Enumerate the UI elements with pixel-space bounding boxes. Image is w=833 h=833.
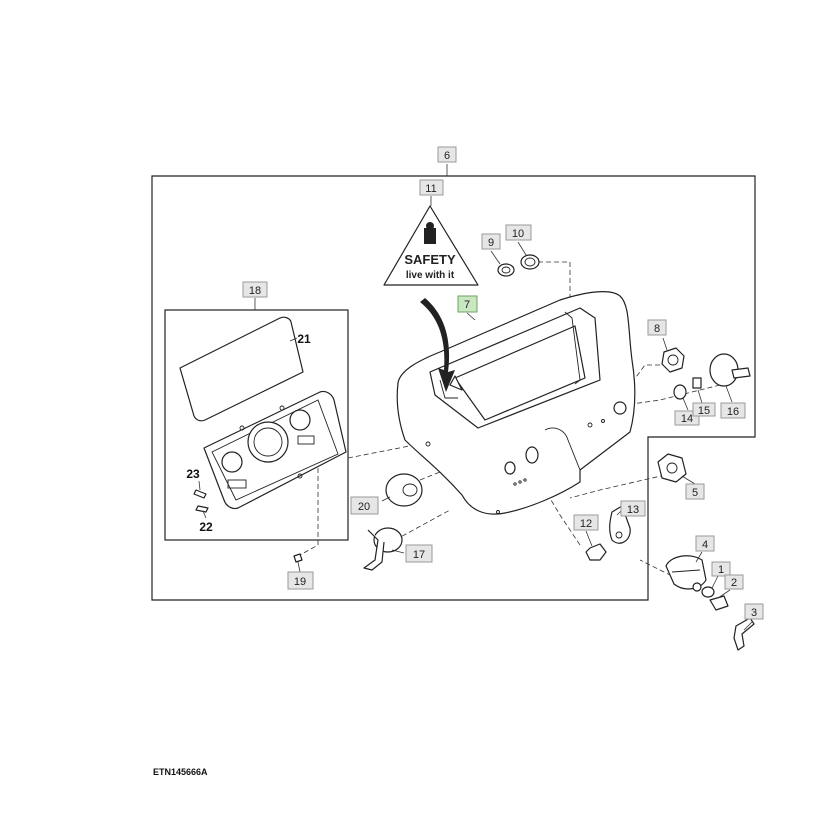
part-12-nut	[585, 543, 607, 561]
part-8	[661, 347, 685, 373]
part-16-knob	[709, 353, 751, 387]
safety-decal-title: SAFETY	[404, 252, 456, 267]
callout-1: 1	[711, 561, 731, 577]
callout-20: 20	[350, 496, 379, 515]
svg-text:19: 19	[294, 576, 306, 588]
callout-8: 8	[647, 319, 667, 336]
svg-text:6: 6	[444, 150, 450, 162]
svg-text:16: 16	[727, 406, 739, 418]
svg-text:17: 17	[413, 549, 425, 561]
callout-11: 11	[419, 179, 444, 196]
safety-decal: SAFETY live with it	[383, 205, 479, 392]
part-5-switch	[657, 453, 687, 483]
callout-13: 13	[620, 500, 646, 517]
part-20-gauge	[385, 473, 423, 507]
callout-10: 10	[505, 224, 532, 241]
callout-3: 3	[744, 603, 764, 620]
part-17-bracket	[363, 527, 403, 571]
svg-text:3: 3	[751, 607, 757, 619]
ignition-switch	[665, 555, 755, 651]
callout-5: 5	[685, 483, 705, 500]
svg-text:8: 8	[654, 323, 660, 335]
svg-text:18: 18	[249, 285, 261, 297]
svg-text:12: 12	[580, 518, 592, 530]
assembly-frame	[151, 175, 756, 601]
callout-7: 7	[457, 295, 478, 313]
callout-15: 15	[692, 402, 716, 417]
callout-6: 6	[437, 146, 457, 163]
svg-text:4: 4	[702, 539, 708, 551]
callout-17: 17	[405, 544, 433, 563]
svg-text:10: 10	[512, 228, 524, 240]
callout-23: 23	[186, 467, 200, 481]
svg-text:1: 1	[718, 564, 724, 576]
instrument-cluster	[203, 390, 347, 510]
svg-text:11: 11	[425, 183, 436, 195]
svg-text:14: 14	[681, 413, 693, 425]
callout-19: 19	[287, 571, 314, 590]
svg-text:5: 5	[692, 487, 698, 499]
svg-text:20: 20	[358, 501, 370, 513]
svg-text:15: 15	[698, 405, 710, 417]
callout-22: 22	[199, 520, 213, 534]
svg-text:7: 7	[464, 299, 470, 311]
callout-9: 9	[481, 233, 501, 250]
cluster-subassembly-box	[164, 309, 349, 541]
part-21-cluster-lens	[179, 316, 304, 422]
safety-decal-subtitle: live with it	[406, 270, 455, 281]
callout-21: 21	[297, 332, 311, 346]
callout-18: 18	[242, 281, 268, 298]
svg-text:13: 13	[627, 504, 639, 516]
svg-text:2: 2	[731, 577, 737, 589]
callout-16: 16	[720, 402, 746, 419]
callout-12: 12	[573, 514, 599, 531]
callout-2: 2	[724, 574, 744, 590]
callout-4: 4	[695, 535, 715, 552]
svg-text:9: 9	[488, 237, 494, 249]
dash-panel-housing	[396, 291, 636, 515]
figure-code: ETN145666A	[153, 767, 208, 777]
